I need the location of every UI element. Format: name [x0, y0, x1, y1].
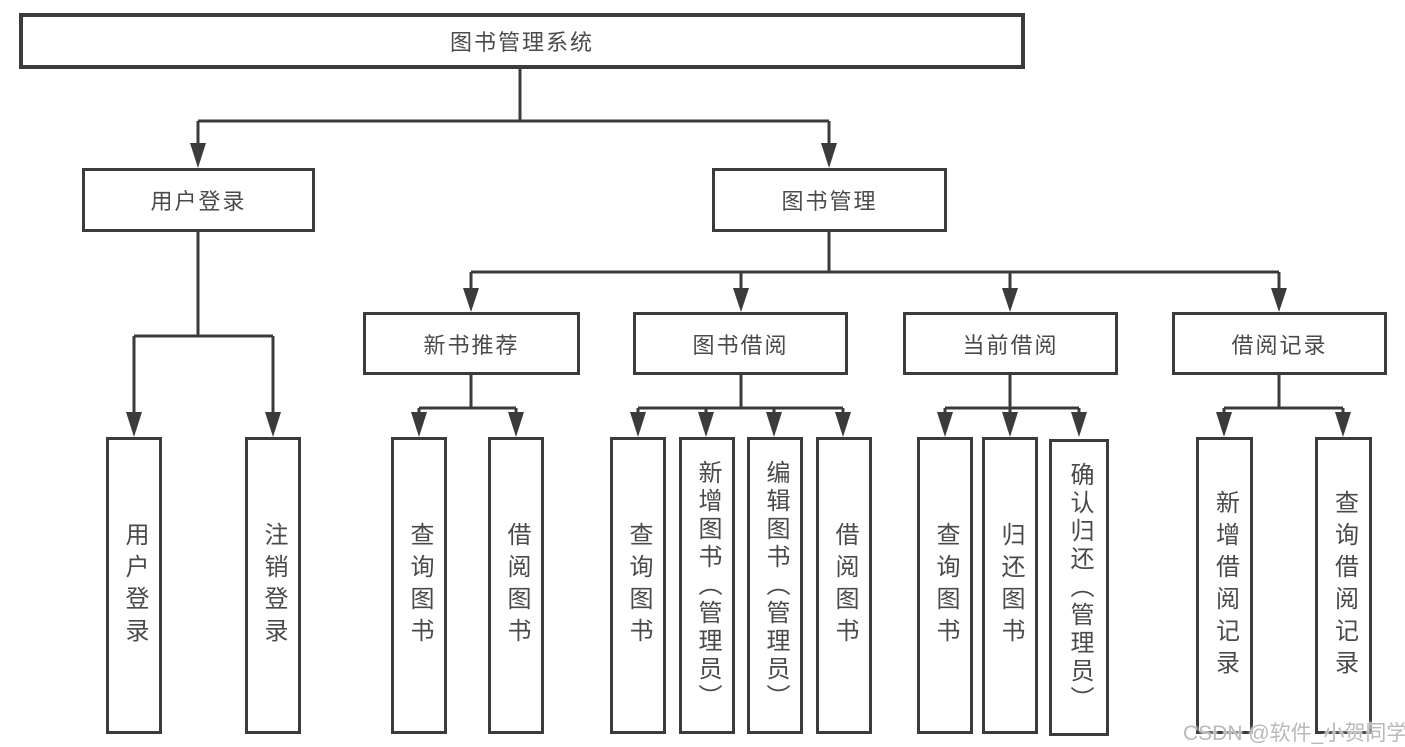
connector-user-login-children	[126, 232, 281, 437]
leaf-add-borrow-record: 新增借阅记录	[1196, 437, 1253, 734]
leaf-query-borrow-record: 查询借阅记录	[1315, 437, 1372, 734]
connector-line	[132, 232, 275, 413]
arrow-down-icon	[463, 288, 479, 312]
node-label: 查询图书	[406, 521, 433, 650]
leaf-user-login: 用户登录	[106, 437, 162, 734]
arrow-down-icon	[190, 143, 206, 168]
node-user-login: 用户登录	[82, 168, 315, 232]
leaf-borrow-books: 借阅图书	[816, 437, 872, 734]
connector-line	[1222, 375, 1345, 413]
node-label: 当前借阅	[962, 332, 1059, 358]
node-label: 新书推荐	[423, 332, 520, 358]
arrow-down-icon	[835, 412, 851, 437]
arrow-down-icon	[766, 412, 782, 437]
node-label: 新增借阅记录	[1211, 489, 1239, 682]
connector-book-borrow-children	[630, 375, 851, 437]
node-new-book-recommend: 新书推荐	[363, 312, 580, 375]
node-library-system: 图书管理系统	[19, 13, 1025, 69]
node-label: 确认归还（管理员）	[1066, 461, 1093, 714]
arrow-down-icon	[411, 412, 427, 437]
arrow-down-icon	[1002, 412, 1018, 437]
arrow-down-icon	[265, 412, 281, 437]
connector-line	[196, 69, 831, 145]
node-label: 借阅图书	[503, 521, 530, 650]
node-label: 编辑图书（管理员）	[762, 459, 789, 712]
node-label: 用户登录	[121, 521, 148, 650]
arrow-down-icon	[630, 412, 646, 437]
node-book-borrow: 图书借阅	[633, 312, 848, 375]
leaf-confirm-return-admin: 确认归还（管理员）	[1049, 439, 1109, 736]
csdn-watermark: CSDN @软件_小贺同学	[1183, 722, 1405, 745]
node-label: 注销登录	[260, 521, 287, 650]
arrow-down-icon	[1271, 288, 1287, 312]
leaf-return-books: 归还图书	[982, 437, 1038, 734]
arrow-down-icon	[1002, 288, 1018, 312]
arrow-down-icon	[1335, 412, 1351, 437]
connector-book-management-children	[463, 232, 1287, 312]
node-label: 查询图书	[625, 521, 652, 650]
arrow-down-icon	[733, 288, 749, 312]
connector-line	[943, 375, 1081, 413]
arrow-down-icon	[821, 143, 837, 168]
node-current-borrow: 当前借阅	[903, 312, 1118, 375]
node-label: 查询图书	[932, 521, 959, 650]
node-label: 新增图书（管理员）	[694, 459, 721, 712]
arrow-down-icon	[1216, 412, 1232, 437]
leaf-query-books-current: 查询图书	[917, 437, 973, 734]
connector-new-book-recommend-children	[411, 375, 524, 437]
arrow-down-icon	[1071, 412, 1087, 437]
connector-line	[469, 232, 1281, 289]
connector-line	[417, 375, 518, 413]
node-borrow-records: 借阅记录	[1172, 312, 1387, 375]
leaf-add-book-admin: 新增图书（管理员）	[679, 437, 735, 734]
connector-root-to-level2	[190, 69, 837, 168]
leaf-query-books-borrow: 查询图书	[610, 437, 666, 734]
node-book-management: 图书管理	[712, 168, 947, 232]
arrow-down-icon	[698, 412, 714, 437]
leaf-borrow-books-recommend: 借阅图书	[488, 437, 544, 734]
node-label: 用户登录	[150, 189, 247, 214]
node-label: 图书借阅	[692, 332, 789, 358]
arrow-down-icon	[508, 412, 524, 437]
leaf-edit-book-admin: 编辑图书（管理员）	[747, 437, 803, 734]
node-label: 归还图书	[997, 521, 1024, 650]
node-label: 图书管理系统	[449, 30, 594, 55]
node-label: 图书管理	[781, 189, 878, 214]
leaf-logout: 注销登录	[245, 437, 301, 734]
node-label: 借阅记录	[1231, 332, 1328, 358]
node-label: 借阅图书	[831, 521, 858, 650]
arrow-down-icon	[937, 412, 953, 437]
node-label: 查询借阅记录	[1330, 489, 1358, 682]
leaf-query-books-recommend: 查询图书	[391, 437, 447, 734]
arrow-down-icon	[126, 412, 142, 437]
connector-line	[636, 375, 845, 413]
connector-current-borrow-children	[937, 375, 1087, 437]
connector-borrow-records-children	[1216, 375, 1351, 437]
